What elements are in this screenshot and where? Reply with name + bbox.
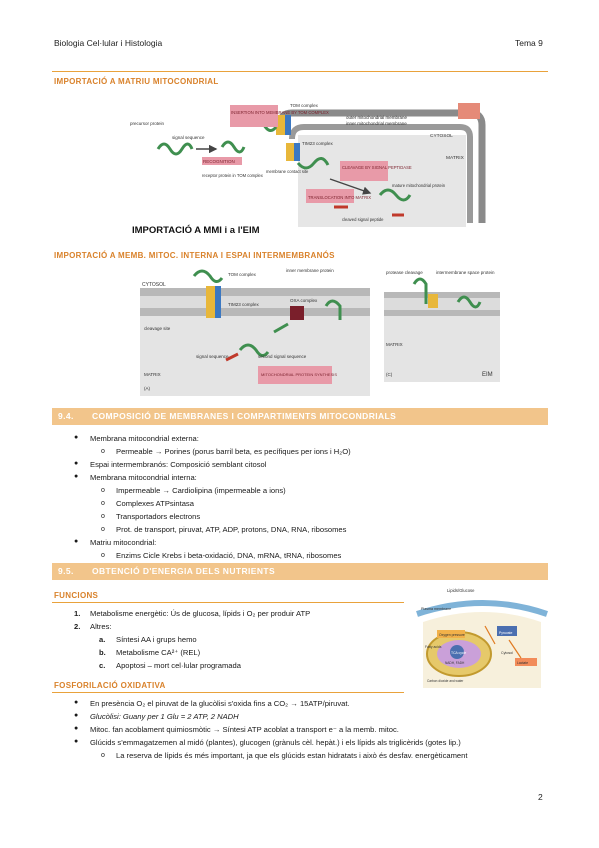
fosforilacio-divider [52,692,404,693]
label-cleavage: CLEAVAGE BY SIGNAL PEPTIDASE [342,165,412,170]
membrane-import-figure-a: CYTOSOL TOM complex TIM23 complex inner … [140,268,370,396]
list-item: Glucòlisi: Guany per 1 Glu = 2 ATP, 2 NA… [90,712,239,721]
label-contact-site: membrane contact site [266,169,309,174]
funcions-divider [52,602,404,603]
label-precursor: precursor protein [130,121,165,126]
label-synthesis: MITOCHONDRIAL PROTEIN SYNTHESIS [261,372,337,377]
list-item: Membrana mitocondrial externa: [90,434,199,443]
label-panel-c: (C) [386,372,393,377]
label-pyruvate: Pyruvate [499,631,512,635]
section-heading-membrane-import: IMPORTACIÓ A MEMB. MITOC. INTERNA I ESPA… [54,251,335,260]
label-translocation: TRANSLOCATION INTO MATRIX [308,195,371,200]
metabolism-figure: Lipids/Glucose Plasma membrane Oxygen pr… [413,584,548,688]
list-item: Metabolisme CA²⁺ (REL) [116,648,201,657]
list-item: Enzims Cicle Krebs i beta-oxidació, DNA,… [116,551,342,560]
list-item: Transportadors electrons [116,512,201,521]
label-lipids-glucose: Lipids/Glucose [447,588,475,593]
list-item: Impermeable → Cardiolipina (impermeable … [116,486,286,495]
list-item: Altres: [90,622,112,631]
header-divider [52,71,548,72]
label-signal-sequence: signal sequence [172,135,205,140]
label-mature: mature mitochondrial protein [392,183,446,188]
label-cytosol-3: Cytosol [501,651,513,655]
list-item: Prot. de transport, piruvat, ATP, ADP, p… [116,525,347,534]
subheading-fosforilacio: FOSFORILACIÓ OXIDATIVA [54,681,166,690]
label-tca: TCA cycle [451,651,466,655]
label-oxa: OXA complex [290,298,318,303]
label-cleaved: cleaved signal peptide [342,217,384,222]
label-ims-protein: intermembrane space protein [436,270,495,275]
list-item: Mitoc. fan acoblament quimiosmòtic → Sín… [90,725,399,734]
list-marker: a. [99,635,106,644]
section-number-9-5: 9.5. [58,566,74,576]
list-marker: 1. [74,609,81,618]
list-item: En presència O₂ el piruvat de la glucòli… [90,699,350,708]
label-matrix-a: MATRIX [144,372,161,377]
label-panel-a: (A) [144,386,151,391]
label-receptor: receptor protein in TOM complex [202,173,264,178]
label-inner-protein: inner membrane protein [286,268,334,273]
label-inner-membrane: inner mitochondrial membrane [346,121,407,126]
list-marker: b. [99,648,106,657]
label-second-signal: second signal sequence [258,354,307,359]
label-cleavage-site: cleavage site [144,326,171,331]
page-number: 2 [538,792,543,802]
label-cytosol-a: CYTOSOL [142,282,166,288]
membrane-import-figure-c: protease cleavage intermembrane space pr… [384,270,500,382]
label-cytosol: CYTOSOL [430,133,453,139]
subheading-funcions: FUNCIONS [54,591,99,600]
list-item: Glúcids s'emmagatzemen al midó (plantes)… [90,738,461,747]
label-recognition: RECOGNITION [203,159,235,164]
label-plasma-membrane: Plasma membrane [421,607,451,611]
list-item: Metabolisme energètic: Ús de glucosa, lí… [90,609,311,618]
list-item: Matriu mitocondrial: [90,538,157,547]
label-lactate: Lactate [517,661,528,665]
label-outer-membrane: outer mitochondrial membrane [346,115,408,120]
section-heading-matrix-import: IMPORTACIÓ A MATRIU MITOCONDRIAL [54,77,219,86]
chapter-label: Tema 9 [515,38,543,48]
figure1-caption: IMPORTACIÓ A MMI i a l'EIM [132,224,260,236]
label-matrix: MATRIX [446,155,465,161]
list-item: Complexes ATPsintasa [116,499,194,508]
label-co2: Carbon dioxide and water [427,679,464,683]
list-item: Síntesi AA i grups hemo [116,635,197,644]
section-bar-9-5: 9.5. OBTENCIÓ D'ENERGIA DELS NUTRIENTS [52,563,548,580]
label-protease: protease cleavage [386,270,423,275]
label-fatty-acids: Fatty acids [425,645,442,649]
section-number-9-4: 9.4. [58,411,74,421]
document-header-title: Biologia Cel·lular i Histologia [54,38,163,48]
label-nadh: NADH, FADH [445,661,465,665]
label-signal-a: signal sequence [196,354,229,359]
list-item: La reserva de lípids és més important, j… [116,751,468,760]
list-item: Apoptosi – mort cel·lular programada [116,661,241,670]
matrix-import-figure: precursor protein signal sequence RECOGN… [130,103,486,237]
label-tom: TOM complex [290,103,319,108]
label-matrix-c: MATRIX [386,342,403,347]
list-marker: 2. [74,622,81,631]
list-item: Espai intermembranós: Composició semblan… [90,460,267,469]
list-item: Membrana mitocondrial interna: [90,473,197,482]
label-eim: EIM [482,372,493,378]
label-insertion: INSERTION INTO MEMBRANE BY TOM COMPLEX [231,110,329,115]
label-tom-a: TOM complex [228,272,257,277]
label-tim23: TIM23 complex [302,141,334,146]
label-oxygen: Oxygen pressure [439,633,465,637]
section-title-9-5: OBTENCIÓ D'ENERGIA DELS NUTRIENTS [92,566,276,576]
section-bar-9-4: 9.4. COMPOSICIÓ DE MEMBRANES I COMPARTIM… [52,408,548,425]
list-item: Permeable → Porines (porus barril beta, … [116,447,351,456]
section-title-9-4: COMPOSICIÓ DE MEMBRANES I COMPARTIMENTS … [92,411,397,421]
label-tim23-a: TIM23 complex [228,302,260,307]
list-marker: c. [99,661,106,670]
